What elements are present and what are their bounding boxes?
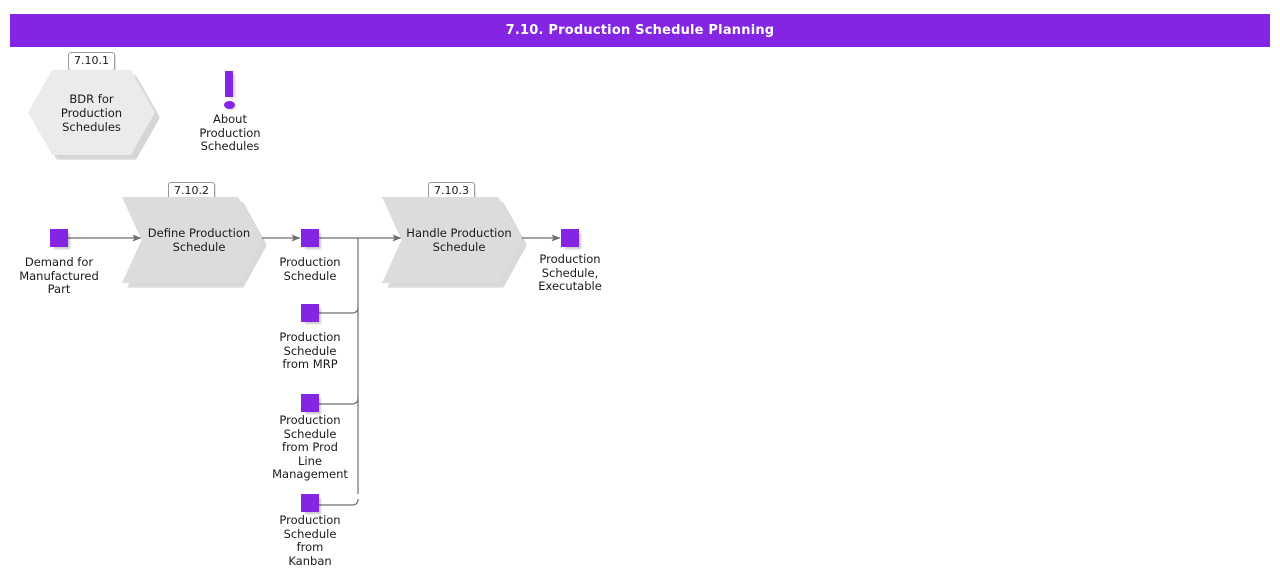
production-schedule-from-mrp-label: Production Schedule from MRP [279,330,341,371]
production-schedule-from-prod-line-management-label: Production Schedule from Prod Line Manag… [272,413,348,481]
about-production-schedules-label: About Production Schedules [199,112,261,153]
production-schedule-label: Production Schedule [279,255,341,283]
bdr-for-production-schedules-node[interactable]: BDR for Production Schedules [28,70,155,155]
production-schedule-executable-square[interactable] [561,229,579,247]
flow-prodline-to-trunk [319,397,359,405]
demand-for-manufactured-part-label: Demand for Manufactured Part [19,255,99,296]
flow-mrp-to-trunk [319,306,359,314]
production-schedule-from-mrp-square[interactable] [301,304,319,322]
production-schedule-from-kanban-label: Production Schedule from Kanban [279,513,341,568]
handle-production-schedule-label: Handle Production Schedule [406,225,512,255]
diagram-title-bar: 7.10. Production Schedule Planning [10,14,1270,47]
production-schedule-executable-label: Production Schedule, Executable [538,252,602,293]
exclamation-dot-icon [224,101,235,109]
production-schedule-from-prod-line-management-square[interactable] [301,394,319,412]
tag-7-10-2: 7.10.2 [168,182,215,201]
demand-for-manufactured-part-square[interactable] [50,229,68,247]
flow-kanban-to-trunk [319,498,359,506]
production-schedule-square[interactable] [301,229,319,247]
page-title: 7.10. Production Schedule Planning [505,23,775,38]
handle-production-schedule-node[interactable]: Handle Production Schedule [382,197,522,283]
exclamation-icon[interactable] [225,71,233,97]
production-schedule-from-kanban-square[interactable] [301,494,319,512]
tag-7-10-1: 7.10.1 [68,52,115,71]
define-production-schedule-label: Define Production Schedule [147,225,251,255]
bdr-hexagon-label: BDR for Production Schedules [60,91,123,134]
define-production-schedule-node[interactable]: Define Production Schedule [122,197,262,283]
